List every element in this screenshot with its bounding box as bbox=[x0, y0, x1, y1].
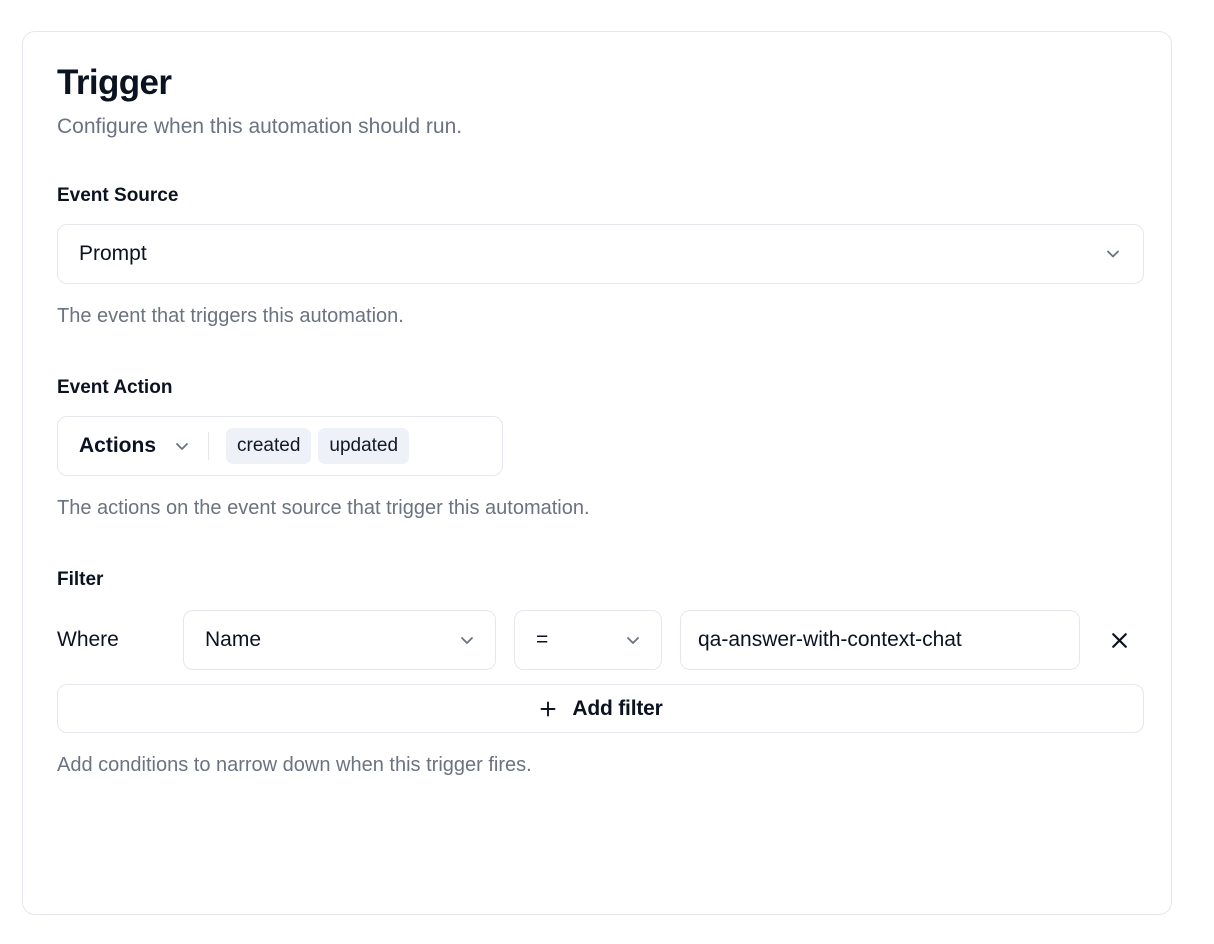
where-label: Where bbox=[57, 628, 119, 651]
filter-section: Filter Where Name = bbox=[57, 568, 1144, 778]
event-source-section: Event Source Prompt The event that trigg… bbox=[57, 184, 1144, 329]
filter-row: Where Name = bbox=[57, 610, 1137, 670]
filter-label: Filter bbox=[57, 569, 104, 590]
event-action-section: Event Action Actions created updated The bbox=[57, 376, 1137, 521]
event-action-help: The actions on the event source that tri… bbox=[57, 497, 590, 519]
close-icon bbox=[1107, 628, 1132, 653]
filter-field-value: Name bbox=[205, 628, 262, 651]
event-action-chip-created[interactable]: created bbox=[226, 428, 312, 464]
chevron-down-icon bbox=[1103, 244, 1123, 264]
chevron-down-icon bbox=[623, 630, 643, 650]
chevron-down-icon bbox=[172, 436, 192, 456]
event-action-dropdown-label: Actions bbox=[79, 434, 157, 457]
filter-operator-select[interactable]: = bbox=[514, 610, 662, 670]
event-source-select[interactable]: Prompt bbox=[57, 224, 1144, 284]
chevron-down-icon bbox=[457, 630, 477, 650]
filter-operator-value: = bbox=[536, 628, 549, 651]
filter-help: Add conditions to narrow down when this … bbox=[57, 754, 532, 776]
event-source-help: The event that triggers this automation. bbox=[57, 305, 404, 327]
event-action-label: Event Action bbox=[57, 377, 173, 398]
page-subtitle: Configure when this automation should ru… bbox=[57, 115, 463, 138]
filter-value-input[interactable] bbox=[680, 610, 1080, 670]
page-title: Trigger bbox=[57, 63, 172, 102]
event-source-value: Prompt bbox=[79, 242, 147, 265]
event-action-chips: created updated bbox=[226, 428, 410, 464]
remove-filter-button[interactable] bbox=[1096, 617, 1142, 663]
event-source-label: Event Source bbox=[57, 185, 179, 206]
trigger-card: Trigger Configure when this automation s… bbox=[22, 31, 1172, 915]
event-action-dropdown[interactable]: Actions bbox=[79, 434, 192, 458]
add-filter-label: Add filter bbox=[572, 696, 663, 720]
plus-icon bbox=[538, 699, 558, 719]
event-action-chip-updated[interactable]: updated bbox=[318, 428, 410, 464]
combo-divider bbox=[208, 432, 210, 460]
filter-field-select[interactable]: Name bbox=[183, 610, 496, 670]
add-filter-button[interactable]: Add filter bbox=[57, 684, 1144, 733]
event-action-combo: Actions created updated bbox=[57, 416, 503, 476]
